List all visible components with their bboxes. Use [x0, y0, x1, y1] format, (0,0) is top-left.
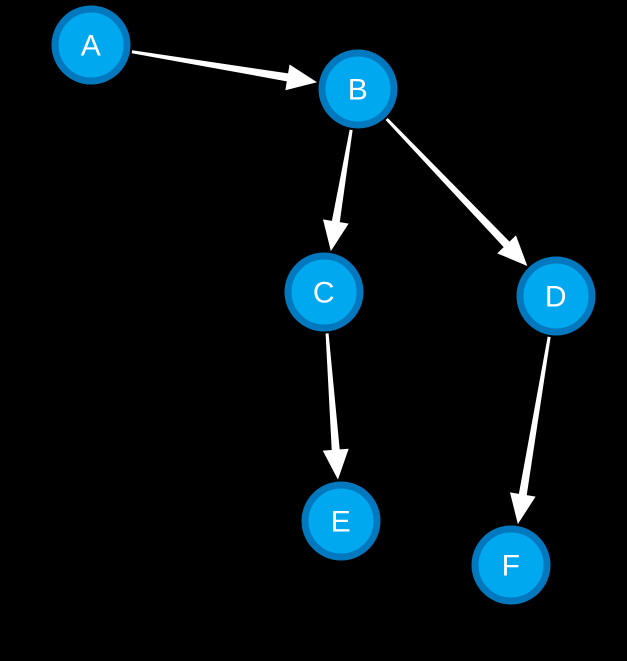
node-d[interactable]: D: [516, 256, 596, 336]
node-circle-e[interactable]: [301, 481, 381, 561]
edge-b-to-d: [385, 117, 528, 267]
edge-c-to-e: [322, 333, 349, 480]
edge-b-to-c: [322, 129, 353, 252]
edge-d-to-f: [509, 336, 551, 525]
node-c[interactable]: C: [284, 252, 364, 332]
node-label-d: D: [545, 281, 567, 314]
node-e[interactable]: E: [301, 481, 381, 561]
node-a[interactable]: A: [51, 5, 131, 85]
node-f[interactable]: F: [471, 525, 551, 605]
node-label-a: A: [81, 30, 102, 63]
node-label-e: E: [331, 506, 352, 539]
node-circle-a[interactable]: [51, 5, 131, 85]
nodes-layer: A B C D E F: [51, 5, 596, 605]
node-b[interactable]: B: [318, 49, 398, 129]
node-circle-b[interactable]: [318, 49, 398, 129]
node-label-c: C: [313, 277, 335, 310]
node-label-f: F: [502, 550, 521, 583]
edges-layer: [131, 50, 551, 525]
node-circle-d[interactable]: [516, 256, 596, 336]
node-circle-f[interactable]: [471, 525, 551, 605]
node-circle-c[interactable]: [284, 252, 364, 332]
edge-a-to-b: [131, 50, 318, 91]
node-label-b: B: [348, 74, 369, 107]
